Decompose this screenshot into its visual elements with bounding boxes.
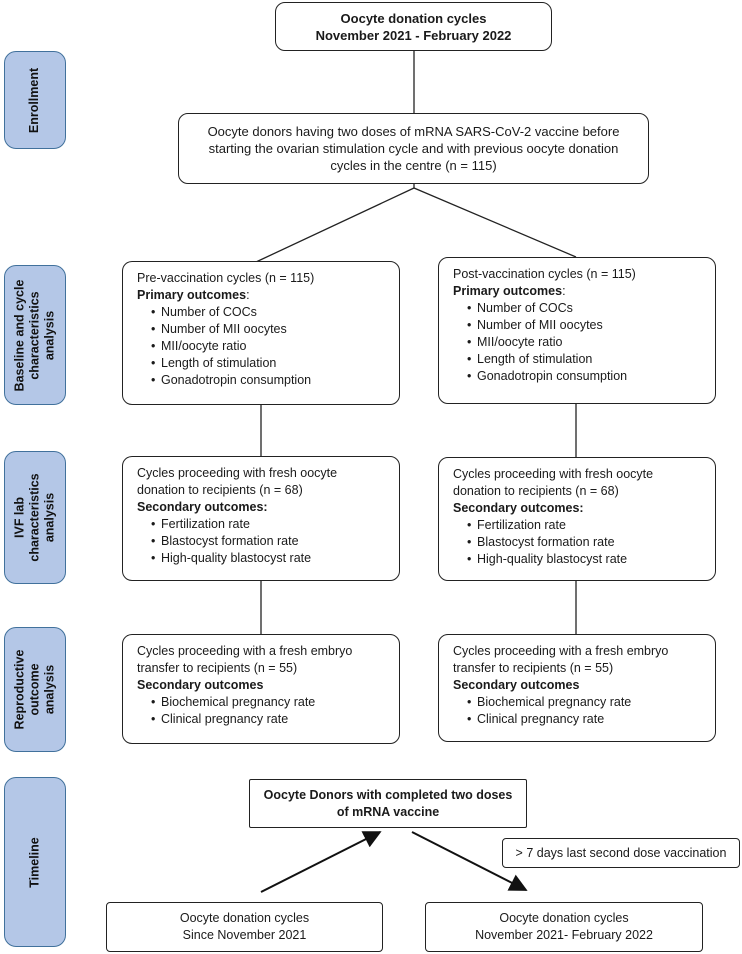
side-label-enrollment: Enrollment [4, 51, 66, 149]
header-line1: Oocyte donation cycles [340, 10, 487, 26]
ivf-right-line1: Cycles proceeding with fresh oocyte [453, 467, 654, 481]
enrollment-line2: starting the ovarian stimulation cycle a… [208, 141, 619, 156]
timeline-right-box: Oocyte donation cycles November 2021- Fe… [425, 902, 703, 952]
post-primary-heading-colon: : [562, 284, 566, 298]
post-vaccination-box: Post-vaccination cycles (n = 115) Primar… [438, 257, 716, 404]
repro-left-list: Biochemical pregnancy rate Clinical preg… [137, 694, 385, 728]
ivf-right-line2: donation to recipients (n = 68) [453, 484, 619, 498]
repro-right-line1: Cycles proceeding with a fresh embryo [453, 644, 669, 658]
list-item: Length of stimulation [467, 351, 701, 368]
timeline-right-line1: Oocyte donation cycles [499, 911, 629, 925]
side-label-repro-line2: outcome [27, 663, 42, 716]
pre-primary-heading-colon: : [246, 288, 250, 302]
list-item: Number of MII oocytes [151, 321, 385, 338]
list-item: Number of MII oocytes [467, 317, 701, 334]
list-item: Blastocyst formation rate [467, 534, 701, 551]
list-item: Gonadotropin consumption [151, 372, 385, 389]
header-line2: November 2021 - February 2022 [315, 27, 512, 43]
pre-primary-heading: Primary outcomes: [137, 287, 385, 304]
timeline-arrow-up [260, 831, 382, 893]
side-label-baseline-text: Baseline and cycle characteristics analy… [13, 279, 58, 391]
side-label-ivf-line2: characteristics [27, 473, 42, 562]
list-item: Fertilization rate [467, 517, 701, 534]
list-item: High-quality blastocyst rate [467, 551, 701, 568]
ivf-left-box: Cycles proceeding with fresh oocyte dona… [122, 456, 400, 581]
timeline-donors-line2: of mRNA vaccine [336, 804, 440, 819]
ivf-left-heading: Secondary outcomes: [137, 500, 268, 514]
list-item: Clinical pregnancy rate [467, 711, 701, 728]
list-item: Clinical pregnancy rate [151, 711, 385, 728]
timeline-note-box: > 7 days last second dose vaccination [502, 838, 740, 868]
repro-left-box: Cycles proceeding with a fresh embryo tr… [122, 634, 400, 744]
timeline-right-line2: November 2021- February 2022 [475, 928, 653, 942]
side-label-repro-text: Reproductive outcome analysis [13, 650, 58, 730]
side-label-baseline-line3: analysis [42, 310, 57, 360]
timeline-donors-box: Oocyte Donors with completed two doses o… [249, 779, 527, 828]
list-item: Number of COCs [151, 304, 385, 321]
list-item: Biochemical pregnancy rate [467, 694, 701, 711]
ivf-left-line1: Cycles proceeding with fresh oocyte [137, 466, 338, 480]
timeline-donors-line1: Oocyte Donors with completed two doses [263, 787, 513, 802]
list-item: Length of stimulation [151, 355, 385, 372]
list-item: Fertilization rate [151, 516, 385, 533]
pre-vaccination-box: Pre-vaccination cycles (n = 115) Primary… [122, 261, 400, 405]
connector-to-post [413, 187, 577, 258]
side-label-baseline-line2: characteristics [27, 290, 42, 380]
timeline-left-box: Oocyte donation cycles Since November 20… [106, 902, 383, 952]
pre-vaccination-title: Pre-vaccination cycles (n = 115) [137, 271, 315, 285]
enrollment-line3: cycles in the centre (n = 115) [330, 158, 497, 173]
timeline-left-line1: Oocyte donation cycles [179, 911, 310, 925]
connector-to-pre [255, 187, 415, 263]
header-box: Oocyte donation cycles November 2021 - F… [275, 2, 552, 51]
post-primary-list: Number of COCs Number of MII oocytes MII… [453, 300, 701, 385]
list-item: High-quality blastocyst rate [151, 550, 385, 567]
repro-left-heading: Secondary outcomes [137, 678, 264, 692]
side-label-ivf-text: IVF lab characteristics analysis [13, 473, 58, 561]
ivf-right-box: Cycles proceeding with fresh oocyte dona… [438, 457, 716, 581]
ivf-right-list: Fertilization rate Blastocyst formation … [453, 517, 701, 568]
side-label-ivf-line3: analysis [42, 492, 57, 543]
list-item: Blastocyst formation rate [151, 533, 385, 550]
ivf-left-list: Fertilization rate Blastocyst formation … [137, 516, 385, 567]
repro-left-line1: Cycles proceeding with a fresh embryo [137, 644, 353, 658]
pre-primary-list: Number of COCs Number of MII oocytes MII… [137, 304, 385, 389]
list-item: MII/oocyte ratio [467, 334, 701, 351]
timeline-left-line2: Since November 2021 [182, 928, 307, 942]
side-label-enrollment-text: Enrollment [27, 67, 42, 133]
post-primary-heading-text: Primary outcomes [453, 284, 563, 298]
list-item: Number of COCs [467, 300, 701, 317]
list-item: Gonadotropin consumption [467, 368, 701, 385]
enrollment-box: Oocyte donors having two doses of mRNA S… [178, 113, 649, 184]
side-label-baseline: Baseline and cycle characteristics analy… [4, 265, 66, 405]
pre-primary-heading-text: Primary outcomes [137, 288, 247, 302]
repro-right-box: Cycles proceeding with a fresh embryo tr… [438, 634, 716, 742]
side-label-timeline-text: Timeline [27, 836, 42, 888]
side-label-baseline-line1: Baseline and cycle [12, 279, 27, 391]
side-label-timeline: Timeline [4, 777, 66, 947]
side-label-reproductive: Reproductive outcome analysis [4, 627, 66, 752]
repro-right-heading: Secondary outcomes [453, 678, 580, 692]
side-label-repro-line3: analysis [42, 664, 57, 715]
list-item: MII/oocyte ratio [151, 338, 385, 355]
post-vaccination-title: Post-vaccination cycles (n = 115) [453, 267, 636, 281]
side-label-ivf-line1: IVF lab [12, 497, 27, 538]
repro-right-list: Biochemical pregnancy rate Clinical preg… [453, 694, 701, 728]
timeline-note-text: > 7 days last second dose vaccination [515, 845, 727, 860]
repro-left-line2: transfer to recipients (n = 55) [137, 661, 298, 675]
ivf-right-heading: Secondary outcomes: [453, 501, 584, 515]
enrollment-line1: Oocyte donors having two doses of mRNA S… [207, 124, 620, 139]
timeline-arrow-down [411, 831, 528, 891]
side-label-repro-line1: Reproductive [12, 649, 27, 730]
post-primary-heading: Primary outcomes: [453, 283, 701, 300]
ivf-left-line2: donation to recipients (n = 68) [137, 483, 303, 497]
repro-right-line2: transfer to recipients (n = 55) [453, 661, 614, 675]
side-label-ivf-lab: IVF lab characteristics analysis [4, 451, 66, 584]
list-item: Biochemical pregnancy rate [151, 694, 385, 711]
